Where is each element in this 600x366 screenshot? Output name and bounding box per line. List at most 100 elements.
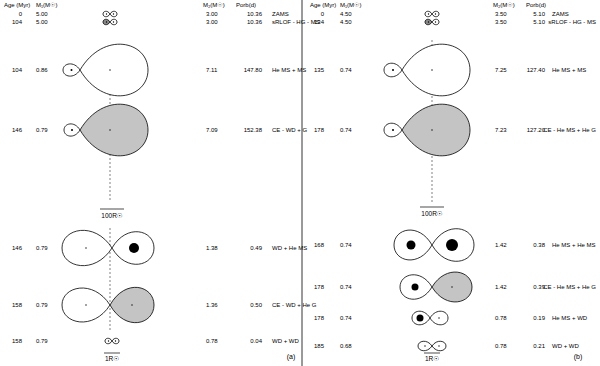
roche-lobe — [432, 229, 474, 262]
mass-value: 0.74 — [340, 67, 352, 74]
star — [431, 129, 432, 130]
mass-value: 1.38 — [206, 245, 218, 252]
star — [109, 129, 110, 130]
stage-label: WD + WD — [272, 338, 299, 345]
star — [71, 129, 73, 131]
roche-lobe — [103, 11, 110, 16]
stage-label: CE - WD + G — [272, 127, 307, 134]
period-value: 0.21 — [533, 343, 545, 350]
roche-lobe — [64, 124, 80, 136]
star — [131, 304, 132, 305]
stage-label: He MS + WD — [552, 315, 587, 322]
mass-value: 0.74 — [340, 127, 352, 134]
star — [446, 239, 458, 251]
mass-value: 0.79 — [36, 245, 48, 252]
roche-lobe — [110, 287, 154, 322]
roche-lobe — [432, 272, 472, 302]
mass-value: 1.42 — [495, 242, 507, 249]
panel-letter: (a) — [287, 353, 296, 361]
mass-value: 0.78 — [495, 343, 507, 350]
center-of-mass-line — [110, 228, 111, 332]
scale-bar — [104, 353, 120, 354]
mass-value: 5.00 — [36, 11, 48, 18]
roche-lobe — [105, 338, 112, 343]
age-value: 178 — [314, 315, 324, 322]
star — [113, 21, 114, 22]
age-value: 146 — [12, 245, 22, 252]
star — [109, 69, 110, 70]
column-header: Porb(d) — [526, 2, 546, 9]
star — [85, 304, 86, 305]
age-value: 178 — [314, 127, 324, 134]
age-value: 0 — [19, 11, 22, 18]
star — [71, 69, 73, 71]
roche-lobe — [400, 275, 432, 299]
roche-lobe — [80, 44, 148, 96]
roche-lobe — [425, 11, 432, 16]
star — [428, 13, 429, 14]
scale-label: 1R☉ — [425, 355, 439, 363]
mass-value: 3.00 — [206, 11, 218, 18]
column-header: Age (Myr) — [310, 2, 336, 9]
stage-label: CE - He MS + He G — [543, 127, 596, 134]
mass-value: 0.74 — [340, 315, 352, 322]
mass-value: 0.79 — [36, 302, 48, 309]
age-value: 185 — [314, 343, 324, 350]
age-value: 146 — [12, 127, 22, 134]
roche-lobe — [384, 123, 402, 137]
mass-value: 4.50 — [340, 11, 352, 18]
roche-lobe — [62, 230, 112, 265]
roche-lobe — [432, 11, 439, 16]
period-value: 10.36 — [247, 19, 262, 26]
roche-lobe — [430, 311, 448, 325]
mass-value: 5.00 — [36, 19, 48, 26]
period-value: 0.19 — [533, 315, 545, 322]
scale-bar — [424, 353, 440, 354]
period-value: 127.20 — [527, 127, 545, 134]
period-value: 0.50 — [250, 302, 262, 309]
column-header: Porb(d) — [236, 2, 256, 9]
column-header: M₂(M☉) — [493, 2, 515, 9]
star — [424, 345, 425, 346]
mass-value: 0.74 — [340, 242, 352, 249]
panel-letter: (b) — [574, 353, 583, 361]
roche-lobe — [63, 64, 80, 76]
column-header: M₂(M☉) — [203, 2, 225, 9]
column-header: Age (Myr) — [4, 2, 30, 9]
roche-lobe — [112, 232, 154, 265]
star — [106, 21, 107, 22]
age-value: 0 — [321, 11, 324, 18]
scale-label: 1R☉ — [105, 355, 119, 363]
mass-value: 7.23 — [495, 127, 507, 134]
scale-bar — [420, 207, 444, 208]
stage-label: sRLOF - HG - MS — [272, 19, 320, 26]
panel-divider — [302, 0, 303, 366]
star — [438, 345, 439, 346]
age-value: 135 — [314, 67, 324, 74]
star — [115, 340, 116, 341]
period-value: 0.49 — [250, 245, 262, 252]
mass-value: 0.79 — [36, 127, 48, 134]
stage-label: sRLOF - HG - MS — [548, 19, 596, 26]
roche-lobe — [80, 104, 148, 156]
roche-lobe — [418, 341, 432, 351]
star — [113, 13, 114, 14]
star — [392, 129, 394, 131]
roche-lobe — [384, 63, 402, 77]
star — [407, 241, 416, 250]
star — [438, 317, 439, 318]
star — [129, 243, 139, 253]
age-value: 134 — [314, 19, 324, 26]
stage-label: CE - He MS + He G — [543, 284, 596, 291]
roche-lobe — [402, 44, 470, 96]
stage-label: ZAMS — [552, 11, 569, 18]
stage-label: CE - WD + He G — [272, 302, 317, 309]
mass-value: 7.09 — [206, 127, 218, 134]
star — [451, 286, 452, 287]
stage-label: He MS + MS — [552, 67, 586, 74]
star — [108, 340, 109, 341]
roche-lobe — [112, 338, 119, 343]
stage-label: ZAMS — [272, 11, 289, 18]
age-value: 158 — [12, 338, 22, 345]
